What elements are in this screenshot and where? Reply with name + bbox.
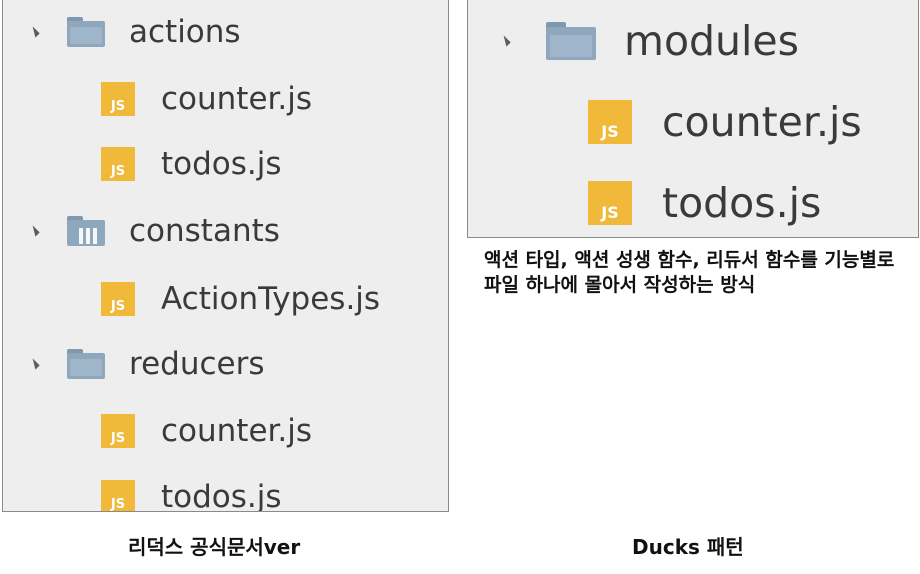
js-file-icon: JS [101,147,135,181]
tree-file-counter[interactable]: JS counter.js [588,96,862,148]
file-label: counter.js [161,81,313,117]
file-label: ActionTypes.js [161,281,381,317]
tree-file-todos[interactable]: JS todos.js [588,177,821,229]
expand-arrow-icon[interactable] [28,225,40,237]
js-file-icon: JS [101,414,135,448]
js-file-icon: JS [101,282,135,316]
file-label: counter.js [662,98,862,146]
js-file-icon: JS [588,181,632,225]
js-file-icon: JS [588,100,632,144]
ducks-pattern-description: 액션 타입, 액션 성생 함수, 리듀서 함수를 기능별로 파일 하나에 몰아서… [484,249,895,296]
left-file-tree-panel: actions JS counter.js JS todos.js consta… [2,0,449,512]
expand-arrow-icon[interactable] [28,358,40,370]
file-label: todos.js [161,146,282,182]
folder-label: reducers [129,346,265,382]
expand-arrow-icon[interactable] [28,26,40,38]
tree-file-actiontypes[interactable]: JS ActionTypes.js [101,279,380,319]
tree-folder-reducers[interactable]: reducers [28,344,265,384]
folder-icon [546,22,596,60]
js-file-icon: JS [101,82,135,116]
tree-file-counter[interactable]: JS counter.js [101,79,312,119]
folder-icon [67,349,105,379]
constants-folder-icon [67,216,105,246]
file-label: counter.js [161,413,313,449]
folder-label: constants [129,213,280,249]
js-file-icon: JS [101,480,135,511]
caption-official-redux: 리덕스 공식문서ver [128,535,301,559]
expand-arrow-icon[interactable] [499,35,511,47]
folder-label: modules [624,17,800,65]
folder-label: actions [129,14,241,50]
caption-ducks-pattern: Ducks 패턴 [632,535,744,559]
tree-file-counter[interactable]: JS counter.js [101,411,312,451]
tree-folder-modules[interactable]: modules [499,15,800,67]
tree-folder-constants[interactable]: constants [28,211,280,251]
tree-folder-actions[interactable]: actions [28,12,241,52]
file-label: todos.js [662,179,822,227]
tree-file-todos[interactable]: JS todos.js [101,477,282,512]
right-file-tree-panel: modules JS counter.js JS todos.js [467,0,919,238]
folder-icon [67,17,105,47]
file-label: todos.js [161,479,282,512]
tree-file-todos[interactable]: JS todos.js [101,144,282,184]
